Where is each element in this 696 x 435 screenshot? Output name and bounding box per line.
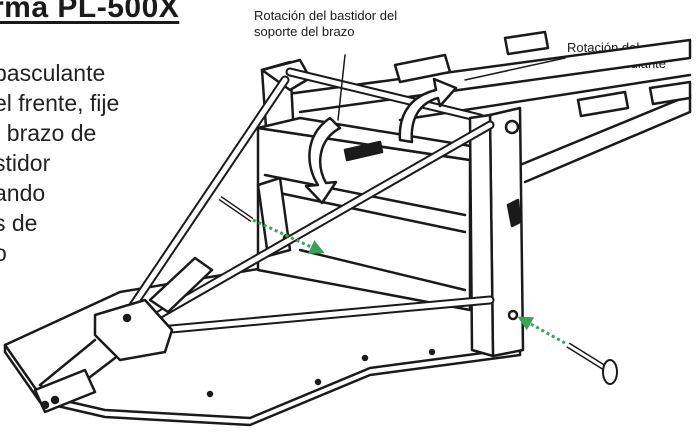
leader-line <box>337 54 346 121</box>
pin-left <box>218 195 254 223</box>
pin-right <box>566 342 618 385</box>
arm-block <box>93 298 174 362</box>
callout-line: Rotación del bastidor del <box>254 8 398 23</box>
frame-rotation-callout: Rotación del bastidor del soporte del br… <box>254 8 397 40</box>
callout-line: soporte del brazo <box>254 24 355 39</box>
instruction-text: basculante el frente, fije brazo de stid… <box>0 58 119 268</box>
page-title: rma PL-500X <box>0 0 180 24</box>
top-crossbar-inner <box>287 69 483 121</box>
pin-insert-arrow <box>252 218 325 254</box>
arm-rotation-arrow <box>398 77 458 144</box>
instruction-line: s de <box>0 210 38 236</box>
rail-block <box>503 30 550 56</box>
frame-brace <box>263 188 467 234</box>
strut <box>127 77 288 313</box>
side-bracket <box>256 176 292 258</box>
cylinder <box>148 256 214 314</box>
frame-handle <box>343 140 384 162</box>
base-plate-edge <box>3 343 522 427</box>
instruction-line: brazo de <box>0 120 97 146</box>
rail <box>518 93 692 184</box>
frame-rotation-arrow <box>304 116 342 205</box>
instruction-line: o <box>0 240 7 266</box>
right-post <box>488 106 525 358</box>
strut <box>147 122 493 323</box>
latch <box>506 198 522 228</box>
instruction-line: ando <box>0 180 46 206</box>
strut <box>157 297 493 333</box>
rail-block <box>393 53 452 84</box>
instruction-line: basculante <box>0 60 106 86</box>
instruction-line: stidor <box>0 150 51 176</box>
rail-block <box>648 80 692 106</box>
right-post-side <box>468 113 495 358</box>
leader-line <box>464 57 566 81</box>
frame-lower <box>298 248 467 292</box>
instruction-line: el frente, fije <box>0 90 120 116</box>
pin-insert-arrow <box>517 316 566 345</box>
rail-block <box>576 90 630 118</box>
